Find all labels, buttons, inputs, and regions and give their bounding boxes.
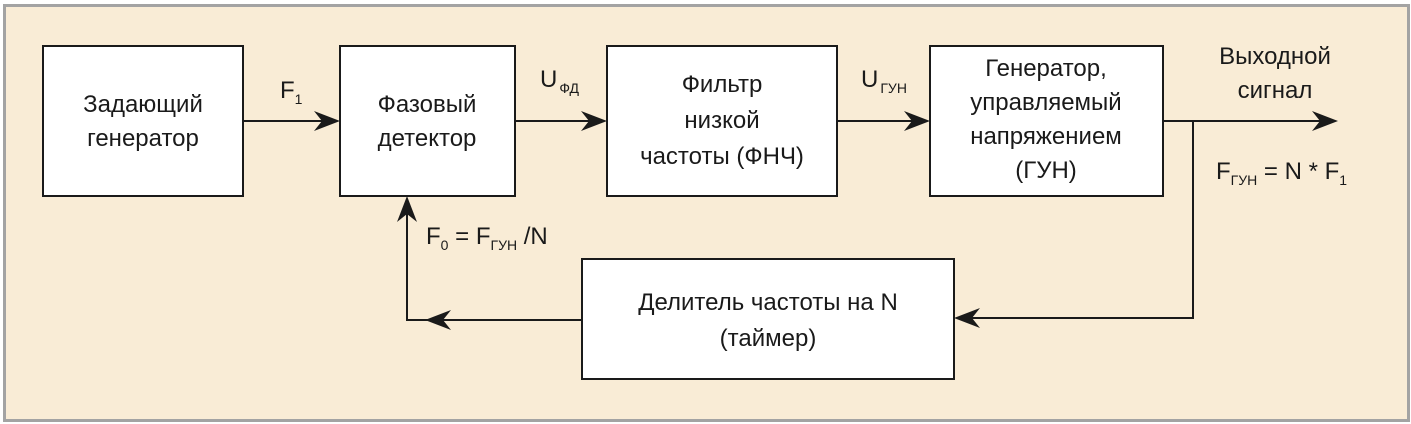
vco-frequency-equation: FГУН = N * F1: [1216, 158, 1347, 188]
lpf-block-label-line2: низкой: [684, 107, 759, 134]
arrowhead-vco-to-divider: [954, 308, 980, 328]
arrowhead-master-to-pd: [314, 111, 340, 131]
master-block-label-line2: генератор: [87, 125, 199, 152]
frequency-divider-block: [581, 258, 955, 380]
arrowhead-pd-to-lpf: [581, 111, 607, 131]
master-oscillator-block: [42, 45, 244, 197]
divider-block-label-line1: Делитель частоты на N: [638, 289, 898, 316]
low-pass-filter-block: [606, 45, 838, 197]
arrowhead-feedback-mid: [425, 310, 451, 330]
divider-block-label-line2: (таймер): [720, 325, 817, 352]
feedback-frequency-equation: F0 = FГУН /N: [426, 223, 548, 253]
master-block-label-line1: Задающий: [83, 91, 203, 118]
wire-divider-to-pd: [406, 214, 582, 321]
pd-block-label-line2: детектор: [378, 125, 477, 152]
vco-block-label-line1: Генератор,: [985, 55, 1107, 82]
arrowhead-divider-to-pd: [397, 196, 417, 222]
vco-block-label-line3: напряжением: [970, 123, 1122, 150]
lpf-block-label-line3: частоты (ФНЧ): [640, 143, 804, 170]
pd-block-label-line1: Фазовый: [378, 91, 477, 118]
output-signal-label-line1: Выходной: [1219, 43, 1331, 70]
lpf-block-label-line1: Фильтр: [682, 71, 763, 98]
arrowhead-lpf-to-vco: [904, 111, 930, 131]
vco-block: [929, 45, 1164, 197]
output-signal-label-line2: сигнал: [1238, 77, 1313, 104]
phase-detector-block: [339, 45, 516, 197]
signal-f1-label: F1: [280, 77, 303, 107]
vco-block-label-line2: управляемый: [970, 89, 1121, 116]
arrowhead-output: [1312, 111, 1338, 131]
vco-block-label-line4: (ГУН): [1015, 157, 1077, 184]
wire-vco-to-divider: [972, 121, 1194, 319]
